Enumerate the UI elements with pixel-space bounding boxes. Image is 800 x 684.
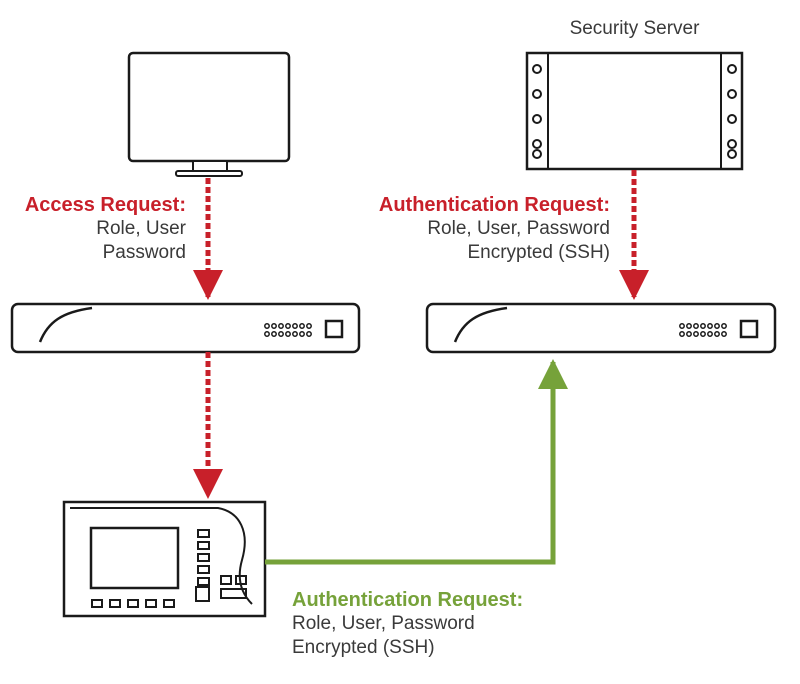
auth-request-bottom-label: Authentication Request: Role, User, Pass… xyxy=(292,588,592,660)
auth-request-top-line2: Encrypted (SSH) xyxy=(467,242,610,263)
control-device-icon xyxy=(62,500,267,618)
access-request-heading: Access Request: xyxy=(24,194,186,216)
access-request-label: Access Request: Role, User Password xyxy=(0,193,186,265)
right-switch-icon xyxy=(425,302,777,354)
auth-request-up-arrow xyxy=(265,359,568,565)
auth-request-top-heading: Authentication Request: xyxy=(378,194,610,216)
security-server-icon xyxy=(525,51,744,171)
security-server-title-text: Security Server xyxy=(569,18,700,39)
auth-request-bottom-line2: Encrypted (SSH) xyxy=(292,637,435,658)
access-request-line1: Role, User xyxy=(96,218,186,239)
auth-request-top-line1: Role, User, Password xyxy=(427,218,610,239)
access-request-line2: Password xyxy=(102,242,186,263)
auth-request-bottom-line1: Role, User, Password xyxy=(292,613,475,634)
auth-request-top-label: Authentication Request: Role, User, Pass… xyxy=(340,193,610,265)
security-server-title: Security Server xyxy=(527,17,742,41)
auth-request-bottom-heading: Authentication Request: xyxy=(292,589,524,611)
left-switch-icon xyxy=(10,302,361,354)
monitor-icon xyxy=(127,51,291,177)
